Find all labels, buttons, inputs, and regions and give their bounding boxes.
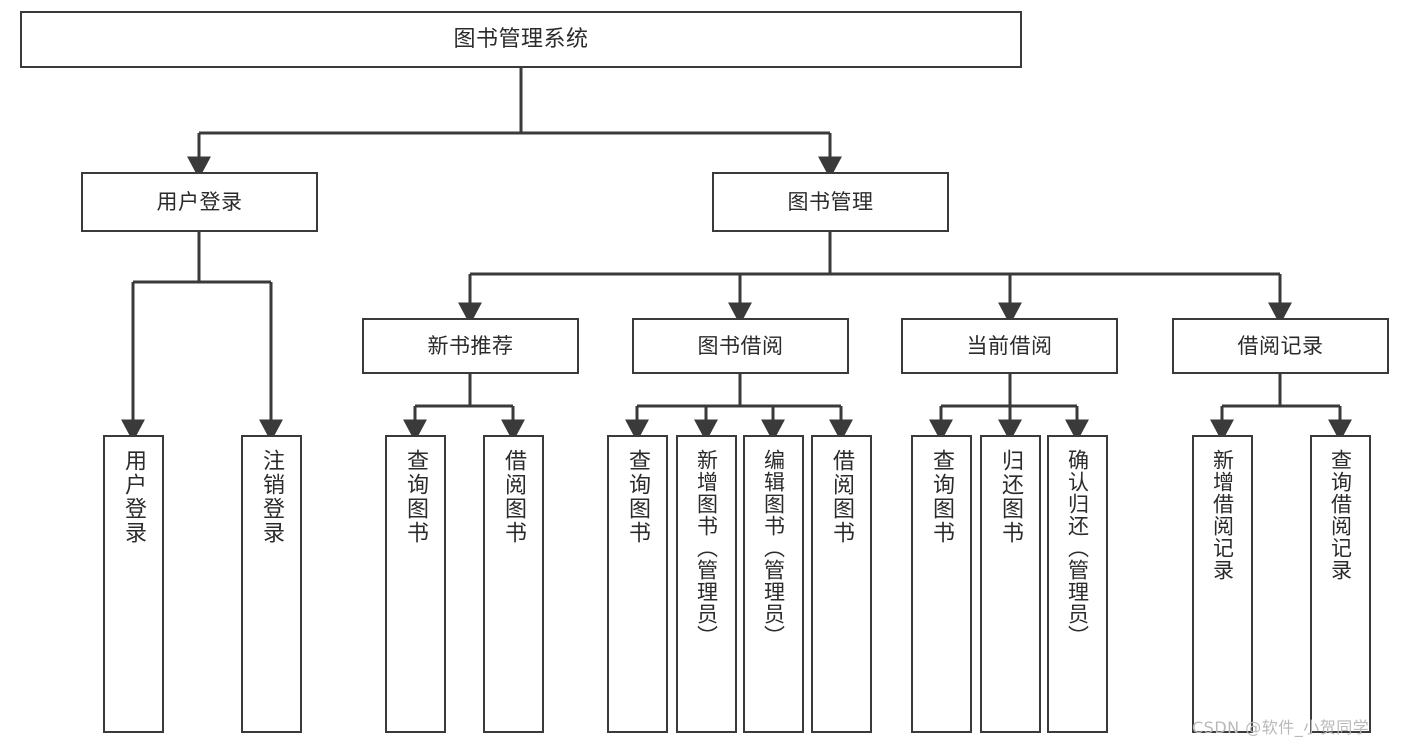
node-root-book-management-system[interactable]: 图书管理系统 [20, 11, 1022, 68]
leaf-query-book-current[interactable]: 查询图书 [911, 435, 972, 733]
node-label: 图书管理系统 [453, 26, 589, 52]
node-book-management[interactable]: 图书管理 [712, 172, 949, 232]
leaf-add-borrow-record[interactable]: 新增借阅记录 [1192, 435, 1253, 733]
node-label: 查询图书 [929, 449, 955, 545]
node-label: 查询图书 [403, 449, 429, 545]
leaf-user-login[interactable]: 用户登录 [103, 435, 164, 733]
leaf-confirm-return-admin[interactable]: 确认归还（管理员） [1047, 435, 1108, 733]
node-label: 查询图书 [625, 449, 651, 545]
node-label: 注销登录 [259, 449, 285, 545]
node-user-login[interactable]: 用户登录 [81, 172, 318, 232]
leaf-logout[interactable]: 注销登录 [241, 435, 302, 733]
node-label: 借阅图书 [501, 449, 527, 545]
node-label: 归还图书 [998, 449, 1024, 545]
node-borrow-record[interactable]: 借阅记录 [1172, 318, 1389, 374]
node-label: 借阅图书 [829, 449, 855, 545]
leaf-edit-book-admin[interactable]: 编辑图书（管理员） [743, 435, 804, 733]
leaf-borrow-book[interactable]: 借阅图书 [811, 435, 872, 733]
node-new-book-recommend[interactable]: 新书推荐 [362, 318, 579, 374]
node-label: 用户登录 [121, 449, 147, 545]
node-label: 编辑图书（管理员） [761, 449, 786, 647]
leaf-query-book-borrow[interactable]: 查询图书 [607, 435, 668, 733]
leaf-query-book-recommend[interactable]: 查询图书 [385, 435, 446, 733]
node-label: 借阅记录 [1237, 333, 1324, 358]
watermark: CSDN @软件_小贺同学 [1192, 718, 1370, 737]
node-label: 新书推荐 [427, 333, 514, 358]
node-current-borrow[interactable]: 当前借阅 [901, 318, 1118, 374]
node-book-borrow[interactable]: 图书借阅 [632, 318, 849, 374]
node-label: 图书借阅 [697, 333, 784, 358]
node-label: 当前借阅 [966, 333, 1053, 358]
node-label: 图书管理 [787, 189, 874, 214]
node-label: 新增借阅记录 [1210, 449, 1235, 581]
leaf-borrow-book-recommend[interactable]: 借阅图书 [483, 435, 544, 733]
node-label: 确认归还（管理员） [1065, 449, 1090, 647]
leaf-add-book-admin[interactable]: 新增图书（管理员） [676, 435, 737, 733]
leaf-return-book[interactable]: 归还图书 [980, 435, 1041, 733]
node-label: 查询借阅记录 [1328, 449, 1353, 581]
node-label: 用户登录 [156, 189, 243, 214]
leaf-query-borrow-record[interactable]: 查询借阅记录 [1310, 435, 1371, 733]
node-label: 新增图书（管理员） [694, 449, 719, 647]
